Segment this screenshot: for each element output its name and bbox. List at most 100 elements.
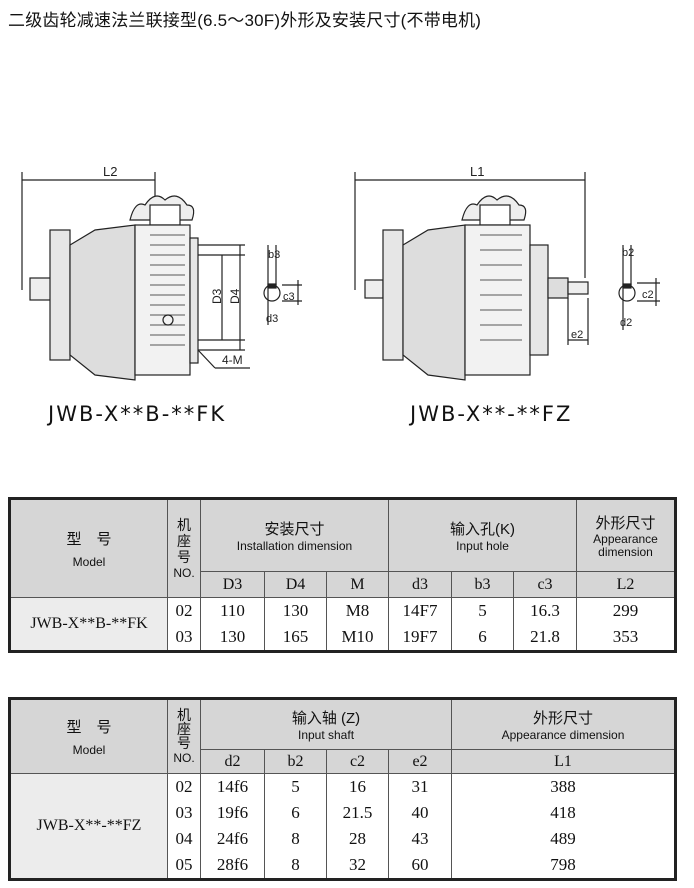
col-L2: L2 <box>576 571 676 598</box>
col-d2: d2 <box>200 749 265 774</box>
cell-text: 165 <box>282 627 309 646</box>
cell-text: 5 <box>478 601 487 620</box>
cell-text: 388 <box>550 777 576 796</box>
cell-text: 32 <box>349 855 366 874</box>
label-c3: c3 <box>283 291 295 303</box>
cell-text: 28f6 <box>216 855 249 874</box>
label-e2: e2 <box>571 329 583 341</box>
caption-right: JWB-X**-**FZ <box>410 402 573 426</box>
col-D4: D4 <box>264 571 327 598</box>
col-M: M <box>325 571 390 598</box>
cell-text: 6 <box>291 803 300 822</box>
cell-text: 02 <box>175 777 193 796</box>
technical-drawings: L2 D3 D4 4-M b3 c3 d3 L1 <box>21 164 660 381</box>
model-cell: JWB-X**B-**FK <box>9 597 168 652</box>
cell-text: 型 号 <box>66 719 112 736</box>
col-b2: b2 <box>264 749 327 774</box>
cell-text: 04 <box>175 829 193 848</box>
table-cell: 16.3 21.8 <box>513 597 578 652</box>
cell-text: 16.3 <box>530 601 560 620</box>
table-cell: 02 03 04 05 <box>167 773 201 880</box>
cell-text: 21.5 <box>342 803 373 822</box>
cell-text: 60 <box>411 855 429 874</box>
col-b3: b3 <box>451 571 515 598</box>
cell-text: 8 <box>291 855 300 874</box>
cell-text: Input shaft <box>297 728 355 742</box>
cell-text: 16 <box>349 777 366 796</box>
header-input-shaft: 输入轴 (Z)Input shaft <box>199 698 453 750</box>
cell-text: 外形尺寸 <box>595 515 656 532</box>
cell-text: 24f6 <box>216 829 249 848</box>
cell-text: 5 <box>291 777 300 796</box>
col-c3: c3 <box>513 571 578 598</box>
cell-text: 19f6 <box>216 803 249 822</box>
label-L2: L2 <box>103 164 117 179</box>
cell-text: 6 <box>478 627 487 646</box>
label-d3: d3 <box>266 313 278 325</box>
cell-text: 418 <box>550 803 576 822</box>
col-D3: D3 <box>200 571 265 598</box>
label-d2: d2 <box>620 317 632 329</box>
col-d3: d3 <box>388 571 453 598</box>
cell-text: 798 <box>550 855 576 874</box>
cell-text: 外形尺寸 <box>533 710 594 727</box>
col-c2: c2 <box>326 749 389 774</box>
cell-text: 安装尺寸 <box>264 521 325 538</box>
cell-text: 输入孔(K) <box>450 521 516 538</box>
label-D4: D4 <box>228 288 242 304</box>
cell-text: 05 <box>175 855 193 874</box>
cell-text: 03 <box>175 627 193 646</box>
label-b3: b3 <box>268 249 280 261</box>
cell-text: Appearance dimension <box>593 532 658 559</box>
model-cell: JWB-X**-**FZ <box>9 773 168 880</box>
cell-text: 21.8 <box>530 627 560 646</box>
cell-text: 40 <box>411 803 429 822</box>
cell-text: 43 <box>411 829 429 848</box>
drawing-flange-kit: L2 D3 D4 4-M b3 c3 d3 <box>21 164 302 381</box>
cell-text: 489 <box>550 829 576 848</box>
label-c2: c2 <box>642 289 654 301</box>
cell-text: Appearance dimension <box>501 728 625 742</box>
label-L1: L1 <box>470 164 484 179</box>
drawing-shaft-kit: L1 e2 b2 c2 d2 <box>354 164 660 381</box>
table-cell: 388 418 489 798 <box>451 773 676 880</box>
label-D3: D3 <box>210 288 224 304</box>
cell-text: 130 <box>282 601 309 620</box>
cell-text: 03 <box>175 803 193 822</box>
page-title: 二级齿轮减速法兰联接型(6.5～30F)外形及安装尺寸(不带电机) <box>8 11 482 30</box>
label-4M: 4-M <box>222 353 243 367</box>
cell-text: 130 <box>219 627 246 646</box>
cell-text: M8 <box>345 601 370 620</box>
cell-text: Model <box>72 743 106 757</box>
cell-text: Model <box>72 555 106 569</box>
label-b2: b2 <box>622 247 634 259</box>
cell-text: Installation dimension <box>236 539 353 553</box>
col-L1: L1 <box>451 749 676 774</box>
cell-text: 02 <box>175 601 193 620</box>
cell-text: 14F7 <box>402 601 438 620</box>
cell-text: 110 <box>220 601 245 620</box>
cell-text: NO. <box>173 565 195 580</box>
header-model: 型 号 Model <box>9 698 168 774</box>
cell-text: 机座号 <box>177 706 191 751</box>
caption-left: JWB-X**B-**FK <box>48 402 227 426</box>
